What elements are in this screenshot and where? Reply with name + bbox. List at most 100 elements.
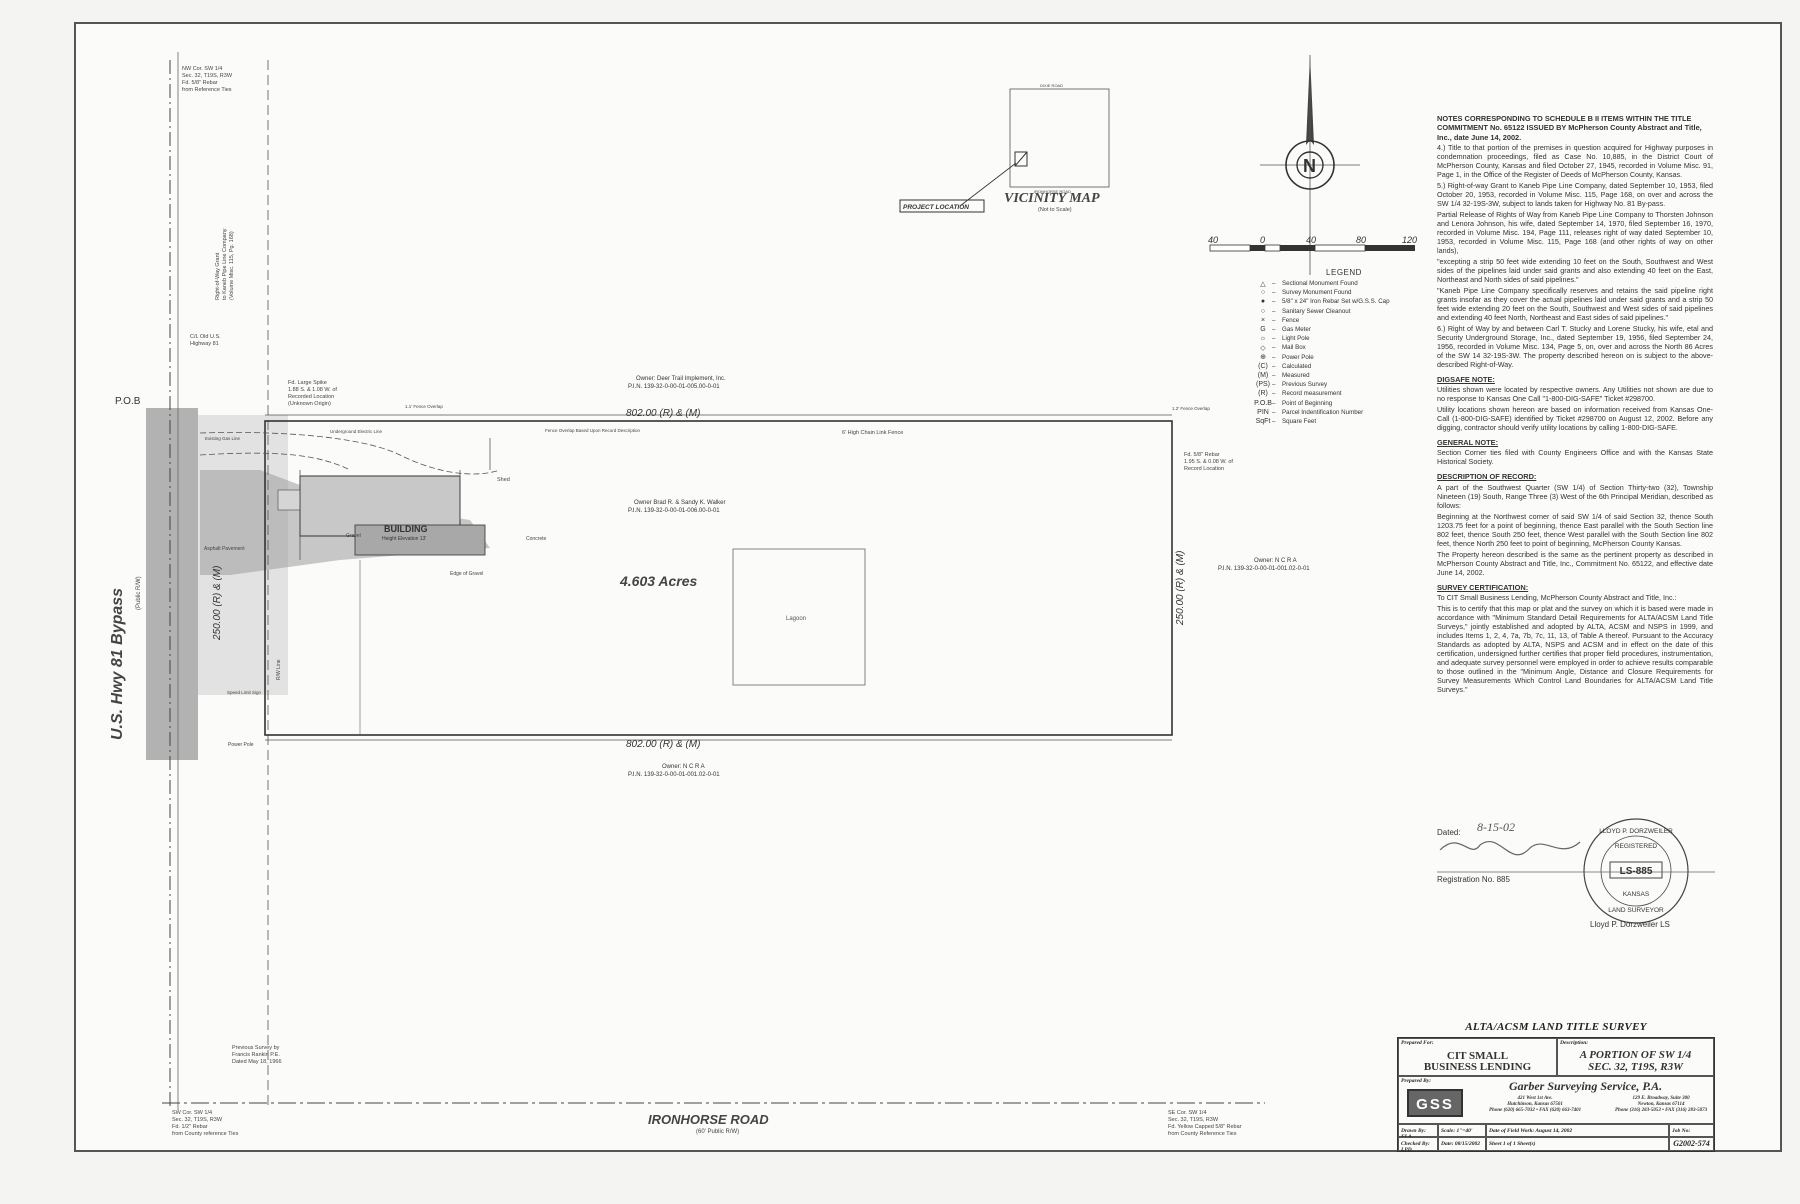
vicinity-road-top: DIXIE ROAD	[1040, 83, 1063, 88]
svg-text:Sec. 32, T19S, R3W: Sec. 32, T19S, R3W	[182, 73, 233, 79]
legend-label: Sanitary Sewer Cleanout	[1282, 307, 1351, 315]
legend-label: Survey Monument Found	[1282, 289, 1352, 297]
legend-symbol: SqFt	[1255, 417, 1271, 425]
date-value: 08/15/2002	[1454, 1141, 1480, 1147]
description-line-2: SEC. 32, T19S, R3W	[1588, 1061, 1683, 1073]
legend-item: ⊕–Power Pole	[1254, 353, 1434, 362]
company-name: Garber Surveying Service, P.A.	[1509, 1079, 1663, 1093]
svg-text:to Kaneb Pipe Line Company: to Kaneb Pipe Line Company	[222, 228, 228, 300]
svg-text:80: 80	[1356, 235, 1366, 245]
legend-dash: –	[1272, 417, 1276, 425]
job-number: G2002-574	[1669, 1137, 1714, 1151]
registration-label: Registration No. 885	[1437, 875, 1510, 884]
certification-text: To CIT Small Business Lending, McPherson…	[1437, 592, 1677, 602]
legend-item: ●–5/8" x 24" Iron Rebar Set w/G.S.S. Cap	[1254, 297, 1434, 306]
legend-dash: –	[1272, 381, 1276, 389]
description-line-1: A PORTION OF SW 1/4	[1579, 1049, 1692, 1061]
dim-left: 250.00 (R) & (M)	[212, 566, 223, 641]
legend-item: (PS)–Previous Survey	[1254, 380, 1434, 389]
svg-text:Previous Survey by: Previous Survey by	[232, 1045, 280, 1051]
svg-text:from Reference Ties: from Reference Ties	[182, 87, 232, 93]
prepared-for-cell: Prepared For: CIT SMALL BUSINESS LENDING	[1398, 1038, 1557, 1076]
svg-text:(Volume Misc. 115, Pg. 168): (Volume Misc. 115, Pg. 168)	[229, 231, 235, 300]
highway-label: U.S. Hwy 81 Bypass	[109, 588, 126, 740]
legend-dash: –	[1272, 316, 1276, 324]
vicinity-title: VICINITY MAP	[1004, 191, 1100, 206]
svg-text:1.95 S. & 0.08 W. of: 1.95 S. & 0.08 W. of	[1184, 459, 1233, 465]
gss-logo: GSS	[1407, 1089, 1463, 1117]
highway-sub: (Public R/W)	[136, 576, 142, 610]
svg-text:120: 120	[1402, 235, 1417, 245]
legend-dash: –	[1272, 326, 1276, 334]
legend-symbol: ○	[1260, 307, 1266, 315]
legend-dash: –	[1272, 371, 1276, 379]
digsafe-note-2: Utility locations shown hereon are based…	[1437, 405, 1713, 432]
road-bottom-sub: (60' Public R/W)	[696, 1129, 739, 1135]
pin-east: P.I.N. 139-32-0-00-01-001.02-0-01	[1218, 566, 1310, 572]
speed-sign-label: Speed Limit Sign	[227, 690, 262, 695]
dated-value: 8-15-02	[1477, 820, 1515, 834]
note-5: 5.) Right-of-way Grant to Kaneb Pipe Lin…	[1437, 180, 1713, 208]
edge-gravel-label: Edge of Gravel	[450, 571, 483, 577]
note-4: 4.) Title to that portion of the premise…	[1437, 142, 1713, 179]
legend-symbol: P.O.B	[1254, 399, 1272, 407]
power-pole-label: Power Pole	[228, 742, 254, 748]
svg-text:C/L Old U.S.: C/L Old U.S.	[190, 334, 221, 340]
shed-label: Shed	[497, 477, 510, 483]
svg-text:LLOYD P. DORZWEILER: LLOYD P. DORZWEILER	[1599, 828, 1673, 835]
legend-symbol: (R)	[1258, 390, 1268, 398]
legend-symbol: ○	[1260, 289, 1266, 297]
vicinity-road-bottom: IRONHORSE ROAD	[1034, 189, 1071, 194]
legend-symbol: G	[1260, 326, 1266, 334]
scale-labels: 40 0 40 80 120	[1208, 235, 1417, 245]
svg-text:KANSAS: KANSAS	[1623, 891, 1650, 898]
legend-item: P.O.B–Point of Beginning	[1254, 398, 1434, 407]
svg-text:from County reference Ties: from County reference Ties	[172, 1131, 239, 1137]
north-arrow	[1260, 55, 1360, 275]
address-2-line-1: 129 E. Broadway, Suite 300	[1632, 1096, 1690, 1101]
legend-item: ×–Fence	[1254, 316, 1434, 325]
checked-by-label: Checked By:	[1401, 1141, 1430, 1147]
svg-text:Fd. 1/2" Rebar: Fd. 1/2" Rebar	[172, 1124, 208, 1130]
svg-text:1.88 S. & 1.08 W. of: 1.88 S. & 1.08 W. of	[288, 387, 337, 393]
sheet-cell: Sheet 1 of 1 Sheet(s)	[1486, 1137, 1669, 1151]
legend-symbol: ◇	[1260, 344, 1266, 352]
acres-label: 4.603 Acres	[619, 573, 698, 589]
notes-heading: NOTES CORRESPONDING TO SCHEDULE B II ITE…	[1437, 114, 1702, 142]
fence-note: 6' High Chain Link Fence	[842, 430, 903, 436]
prepared-for-line-2: BUSINESS LENDING	[1423, 1061, 1532, 1073]
svg-text:Dated May 18, 1966: Dated May 18, 1966	[232, 1059, 282, 1065]
legend-label: 5/8" x 24" Iron Rebar Set w/G.S.S. Cap	[1282, 298, 1390, 306]
legend-label: Previous Survey	[1282, 381, 1328, 389]
legend-label: Fence	[1282, 316, 1300, 324]
signature	[1439, 841, 1581, 856]
dim-top: 802.00 (R) & (M)	[626, 408, 700, 419]
svg-text:Fd. Large Spike: Fd. Large Spike	[288, 380, 327, 386]
legend-symbol: ●	[1260, 298, 1266, 306]
legend-dash: –	[1272, 344, 1276, 352]
signature-block: Dated: 8-15-02 Registration No. 885 Lloy…	[1437, 820, 1713, 938]
certification-text-2: This is to certify that this map or plat…	[1437, 603, 1713, 694]
legend-label: Measured	[1282, 371, 1310, 379]
legend-dash: –	[1272, 408, 1276, 416]
pob-label: P.O.B	[115, 396, 141, 407]
legend-symbol: ⊕	[1260, 354, 1266, 362]
svg-text:0: 0	[1260, 235, 1265, 245]
prepared-by-label: Prepared By:	[1401, 1078, 1432, 1084]
surveyor-seal	[1583, 818, 1689, 924]
concrete-label: Concrete	[526, 536, 547, 542]
svg-text:40: 40	[1208, 235, 1218, 245]
address-1-line-3: Phone (620) 665-7032 • FAX (620) 663-740…	[1489, 1108, 1582, 1113]
legend-label: Parcel Indentification Number	[1282, 408, 1364, 416]
project-location-label: PROJECT LOCATION	[903, 204, 969, 211]
legend-label: Power Pole	[1282, 353, 1314, 361]
existing-gas-label: Existing Gas Line	[205, 436, 241, 441]
gravel-label: Gravel	[346, 533, 361, 539]
lagoon-label: Lagoon	[786, 616, 806, 622]
ugs-line-label: Underground Electric Line	[330, 429, 383, 434]
prepared-for-line-1: CIT SMALL	[1446, 1050, 1509, 1062]
survey-title: ALTA/ACSM LAND TITLE SURVEY	[1465, 1021, 1647, 1033]
description-text-3: The Property hereon described is the sam…	[1437, 549, 1713, 577]
legend-label: Gas Meter	[1282, 326, 1311, 334]
checked-by-value: LPD	[1401, 1147, 1412, 1153]
